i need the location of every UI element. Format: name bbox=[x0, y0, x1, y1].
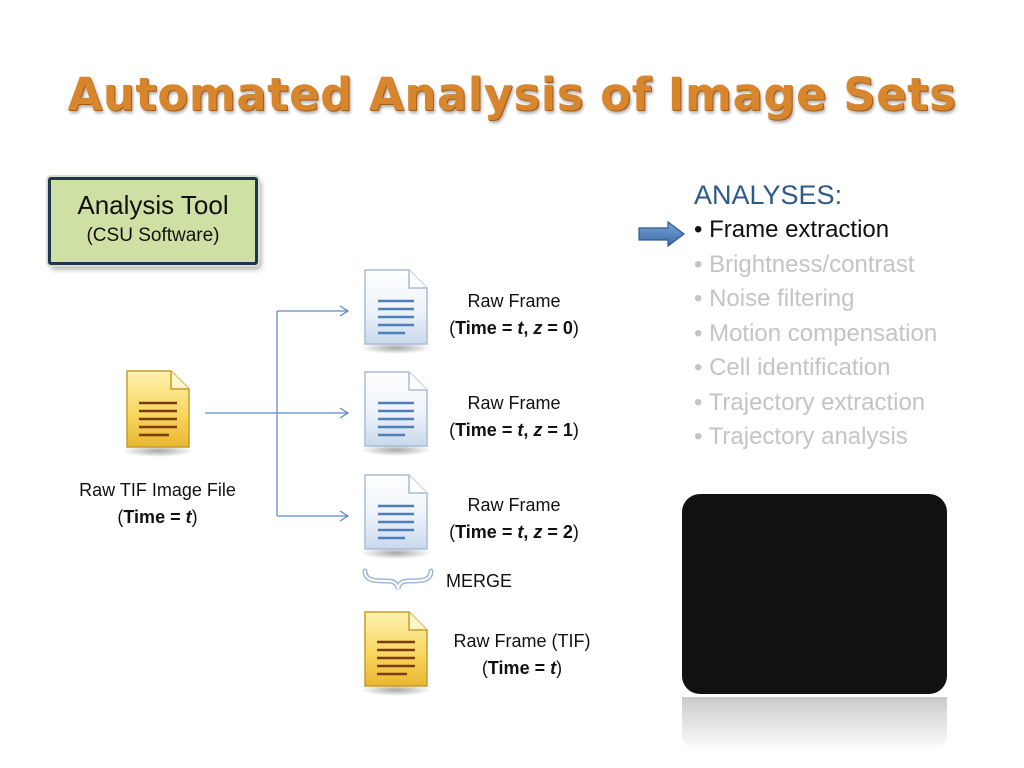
analysis-tool-box: Analysis Tool (CSU Software) bbox=[48, 177, 258, 265]
frame-0-label: Raw Frame (Time = t, z = 0) bbox=[430, 288, 598, 342]
analysis-item: • Trajectory extraction bbox=[694, 388, 926, 416]
analysis-tool-subtitle: (CSU Software) bbox=[86, 225, 220, 246]
analysis-item: • Trajectory analysis bbox=[694, 423, 908, 450]
frame-1-name: Raw Frame bbox=[467, 393, 561, 413]
curly-brace-icon bbox=[362, 568, 434, 590]
analysis-item: • Motion compensation bbox=[694, 319, 938, 347]
image-preview-reflection bbox=[682, 697, 947, 752]
frame-2-time: (Time = t, z = 2) bbox=[449, 522, 579, 542]
connector-lines bbox=[205, 305, 350, 522]
source-file-icon bbox=[122, 370, 194, 457]
merged-frame-name: Raw Frame (TIF) bbox=[453, 631, 591, 651]
right-arrow-icon bbox=[638, 220, 685, 248]
analyses-heading: ANALYSES: bbox=[694, 180, 843, 210]
source-file-label: Raw TIF Image File (Time = t) bbox=[60, 477, 255, 531]
analysis-item: • Noise filtering bbox=[694, 285, 855, 312]
arrowhead-frame-2 bbox=[339, 510, 350, 522]
frame-0-name: Raw Frame bbox=[467, 291, 561, 311]
frame-1-time: (Time = t, z = 1) bbox=[449, 420, 579, 440]
merged-frame-label: Raw Frame (TIF) (Time = t) bbox=[437, 628, 607, 682]
frame-1-icon bbox=[360, 371, 432, 456]
merge-label: MERGE bbox=[446, 571, 513, 591]
analysis-item: • Cell identification bbox=[694, 354, 891, 381]
analysis-tool-title: Analysis Tool bbox=[77, 190, 229, 220]
frame-0-time: (Time = t, z = 0) bbox=[449, 318, 579, 338]
image-preview-panel bbox=[682, 494, 947, 694]
frame-2-label: Raw Frame (Time = t, z = 2) bbox=[430, 492, 598, 546]
analysis-item: • Frame extraction bbox=[694, 216, 890, 243]
source-file-time: (Time = t) bbox=[117, 507, 198, 527]
analysis-item: • Brightness/contrast bbox=[694, 250, 915, 278]
frame-2-name: Raw Frame bbox=[467, 495, 561, 515]
frame-2-icon bbox=[360, 474, 432, 559]
merged-frame-time: (Time = t) bbox=[481, 658, 563, 678]
arrowhead-frame-0 bbox=[339, 305, 350, 317]
arrowhead-frame-1 bbox=[339, 407, 350, 419]
slide-title: Automated Analysis of Image Sets bbox=[67, 68, 957, 121]
analyses-list: ANALYSES: • Frame extraction • Brightnes… bbox=[694, 180, 1014, 455]
frame-1-label: Raw Frame (Time = t, z = 1) bbox=[430, 390, 598, 444]
frame-0-icon bbox=[360, 269, 432, 354]
source-file-name: Raw TIF Image File bbox=[79, 480, 236, 500]
merged-frame-icon bbox=[360, 611, 432, 696]
